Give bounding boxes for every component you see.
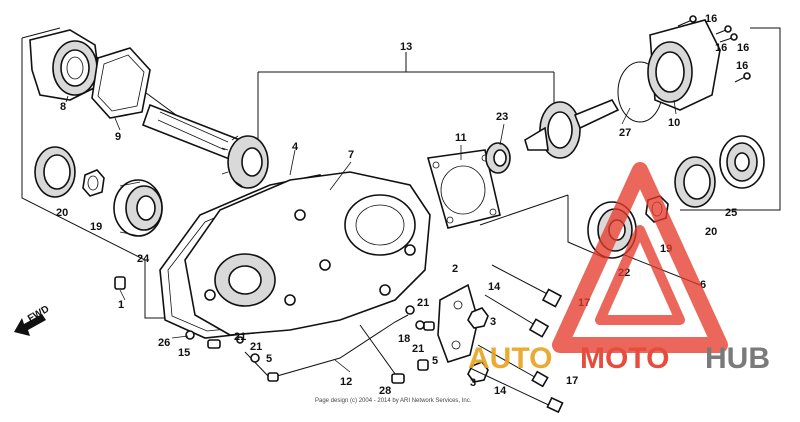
- callout-16d: 16: [736, 60, 748, 72]
- part-20-shim-right: [674, 156, 716, 208]
- callout-16b: 16: [715, 42, 727, 54]
- callout-27: 27: [619, 127, 631, 139]
- small-bolts-washers: [185, 305, 435, 384]
- callout-6: 6: [700, 279, 706, 291]
- part-7-final-gear-case: [184, 171, 431, 336]
- callout-2: 2: [452, 263, 458, 275]
- part-12-rod: [244, 314, 409, 379]
- part-24-bearing: [113, 179, 163, 237]
- callout-7: 7: [348, 149, 354, 161]
- callout-24: 24: [137, 253, 150, 265]
- part-1-dowel: [114, 276, 126, 290]
- callout-9: 9: [115, 131, 121, 143]
- part-13-pinion-shaft: [141, 103, 269, 189]
- part-25-bearing: [719, 135, 765, 189]
- callout-1: 1: [118, 299, 124, 311]
- watermark-text-moto: MOTO: [580, 342, 669, 375]
- callout-21d: 21: [412, 343, 424, 355]
- callout-25: 25: [725, 207, 737, 219]
- callout-20a: 20: [56, 207, 68, 219]
- callout-17b: 17: [566, 375, 578, 387]
- callout-13: 13: [400, 41, 412, 53]
- callout-15: 15: [178, 347, 190, 359]
- callout-21b: 21: [250, 341, 262, 353]
- part-8-flange-housing: [29, 29, 101, 101]
- callout-8: 8: [60, 101, 66, 113]
- callout-16a: 16: [705, 13, 717, 25]
- callout-14b: 14: [494, 385, 507, 397]
- callout-21a: 21: [234, 331, 246, 343]
- part-14-17-studs: [469, 264, 564, 414]
- watermark-triangle-logo: [552, 162, 728, 353]
- callout-19a: 19: [90, 221, 102, 233]
- part-23-bearing: [485, 142, 511, 174]
- callout-5b: 5: [432, 355, 438, 367]
- callout-11: 11: [455, 132, 467, 144]
- callout-14a: 14: [488, 281, 501, 293]
- part-11-gasket-plate: [426, 149, 501, 229]
- callout-23: 23: [496, 111, 508, 123]
- watermark-text-hub: HUB: [705, 342, 770, 375]
- leader-lines: [65, 95, 677, 373]
- callout-4: 4: [292, 141, 299, 153]
- part-13-ring-gear: [524, 99, 620, 159]
- callout-20b: 20: [705, 226, 717, 238]
- part-20-shim-left: [34, 146, 76, 198]
- watermark-text-auto: AUTO: [468, 342, 552, 375]
- callout-3b: 3: [470, 377, 476, 389]
- part-9-gasket: [91, 47, 151, 119]
- copyright-notice: Page design (c) 2004 - 2014 by ARI Netwo…: [315, 398, 472, 404]
- automotohub-watermark: AUTO MOTO HUB: [468, 162, 770, 375]
- part-16-bolts: [677, 15, 751, 83]
- callout-3a: 3: [490, 316, 496, 328]
- callout-18: 18: [398, 333, 410, 345]
- callout-12: 12: [340, 376, 352, 388]
- forward-direction-arrow: FWD: [14, 304, 51, 336]
- part-10-bearing-housing: [647, 19, 721, 111]
- callout-16c: 16: [737, 42, 749, 54]
- part-2-bracket: [437, 283, 479, 363]
- part-19-nut-left: [82, 169, 105, 197]
- callout-21c: 21: [417, 297, 429, 309]
- callout-28: 28: [379, 385, 391, 397]
- callout-26: 26: [158, 337, 170, 349]
- callout-5a: 5: [266, 353, 272, 365]
- callout-10: 10: [668, 117, 680, 129]
